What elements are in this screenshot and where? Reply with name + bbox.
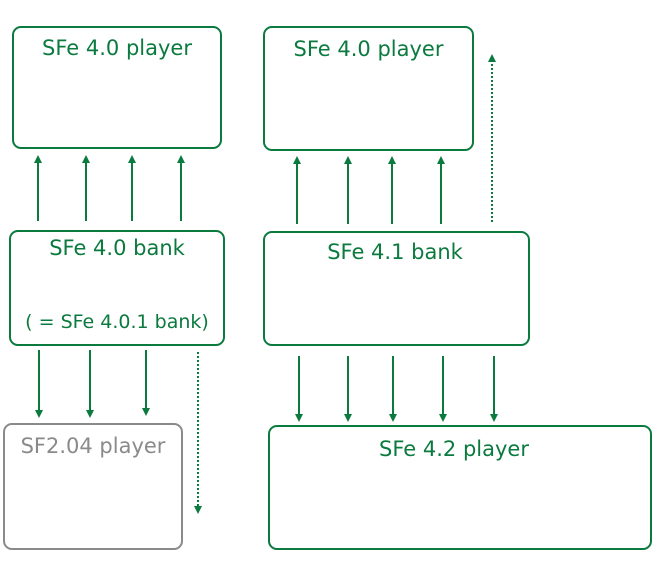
sf204-player-box: SF2.04 player bbox=[3, 423, 183, 550]
sfe-40-player-label-right: SFe 4.0 player bbox=[293, 37, 444, 61]
sfe-40-bank-box: SFe 4.0 bank ( = SFe 4.0.1 bank) bbox=[9, 230, 225, 346]
sfe-40-bank-label: SFe 4.0 bank bbox=[49, 236, 185, 260]
sfe-41-bank-box: SFe 4.1 bank bbox=[263, 231, 530, 346]
sfe-40-player-box-left: SFe 4.0 player bbox=[12, 26, 222, 149]
sfe-42-player-box: SFe 4.2 player bbox=[268, 425, 652, 550]
sf204-player-label: SF2.04 player bbox=[20, 434, 166, 458]
sfe-40-player-box-right: SFe 4.0 player bbox=[263, 26, 474, 151]
sfe-401-bank-sublabel: ( = SFe 4.0.1 bank) bbox=[25, 311, 209, 333]
sfe-42-player-label: SFe 4.2 player bbox=[379, 437, 529, 461]
sfe-41-bank-label: SFe 4.1 bank bbox=[327, 240, 463, 264]
sfe-40-player-label-left: SFe 4.0 player bbox=[42, 36, 192, 60]
